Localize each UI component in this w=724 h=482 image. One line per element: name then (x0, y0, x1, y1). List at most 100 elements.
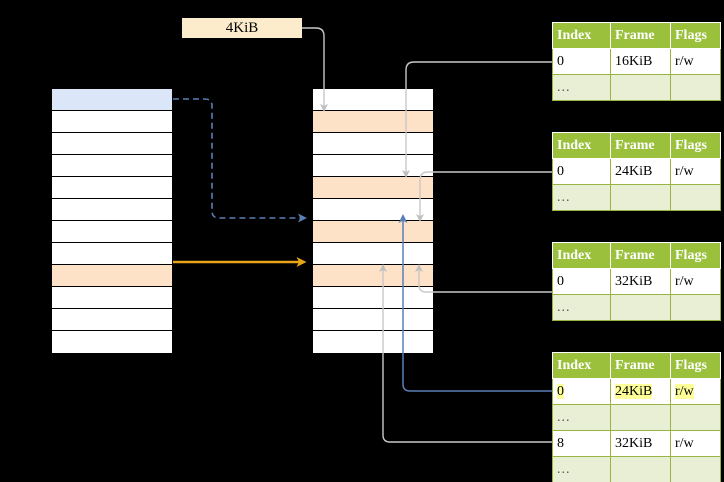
table-row: 8 32KiB r/w (552, 430, 721, 457)
cell-frame: 32KiB (610, 430, 671, 457)
cell-text: 24KiB (615, 163, 653, 179)
cell-index: ... (552, 184, 611, 211)
cell-text: r/w (675, 383, 694, 399)
cell-text: r/w (675, 163, 694, 179)
cell-index: 0 (552, 158, 611, 185)
physical-frame-cell-9 (313, 287, 433, 309)
cell-frame: 32KiB (610, 268, 671, 295)
column-header-frame: Frame (610, 132, 671, 159)
cell-flags (670, 184, 721, 211)
column-header-flags: Flags (670, 242, 721, 269)
cell-flags (670, 404, 721, 431)
table-row: 0 16KiB r/w (552, 48, 721, 75)
cell-frame (610, 456, 671, 482)
wire-table2-to-physical (416, 171, 552, 222)
column-header-frame: Frame (610, 352, 671, 379)
wire-virtual-to-physical-dashed (173, 98, 307, 223)
cell-text: 32KiB (615, 273, 653, 289)
cell-index: 8 (552, 430, 611, 457)
table-row: ... (552, 184, 721, 211)
cell-text: 0 (557, 273, 564, 289)
cell-text: 0 (557, 163, 564, 179)
table-row: 0 24KiB r/w (552, 158, 721, 185)
virtual-page-cell-8 (52, 265, 172, 287)
cell-flags (670, 74, 721, 101)
physical-frame-cell-6 (313, 221, 433, 243)
cell-text: 16KiB (615, 53, 653, 69)
cell-text: 8 (557, 435, 564, 451)
virtual-page-cell-1 (52, 111, 172, 133)
cell-text: r/w (675, 53, 694, 69)
physical-frame-cell-5 (313, 199, 433, 221)
cell-flags: r/w (670, 378, 721, 405)
column-header-frame: Frame (610, 22, 671, 49)
column-header-index: Index (552, 22, 611, 49)
cell-frame (610, 404, 671, 431)
cell-index: ... (552, 294, 611, 321)
cell-flags: r/w (670, 48, 721, 75)
virtual-page-cell-6 (52, 221, 172, 243)
cell-flags (670, 294, 721, 321)
virtual-page-cell-9 (52, 287, 172, 309)
virtual-page-cell-4 (52, 177, 172, 199)
column-header-flags: Flags (670, 132, 721, 159)
table-row: ... (552, 74, 721, 101)
virtual-page-cell-10 (52, 309, 172, 331)
physical-frame-cell-11 (313, 331, 433, 353)
cell-index: ... (552, 456, 611, 482)
physical-frame-cell-0 (313, 89, 433, 111)
cell-text: ... (557, 189, 571, 205)
virtual-page-cell-7 (52, 243, 172, 265)
column-header-index: Index (552, 132, 611, 159)
cell-flags: r/w (670, 430, 721, 457)
cell-text: r/w (675, 435, 694, 451)
cell-index: ... (552, 404, 611, 431)
cell-text: ... (557, 409, 571, 425)
cell-text: 0 (557, 53, 564, 69)
physical-frame-cell-1 (313, 111, 433, 133)
cell-flags (670, 456, 721, 482)
cell-frame: 24KiB (610, 158, 671, 185)
cell-index: 0 (552, 48, 611, 75)
cell-text: r/w (675, 273, 694, 289)
virtual-page-cell-3 (52, 155, 172, 177)
virtual-page-cell-0 (52, 89, 172, 111)
cell-text: ... (557, 79, 571, 95)
table-row: ... (552, 294, 721, 321)
physical-frame-cell-10 (313, 309, 433, 331)
cell-frame: 16KiB (610, 48, 671, 75)
cell-flags: r/w (670, 268, 721, 295)
cell-text: ... (557, 299, 571, 315)
physical-frame-cell-8 (313, 265, 433, 287)
size-label-4kib: 4KiB (182, 18, 302, 38)
physical-frame-cell-2 (313, 133, 433, 155)
cell-index: 0 (552, 378, 611, 405)
cell-text: ... (557, 461, 571, 477)
cell-frame (610, 294, 671, 321)
virtual-page-cell-5 (52, 199, 172, 221)
table-row: ... (552, 404, 721, 431)
cell-index: 0 (552, 268, 611, 295)
column-header-frame: Frame (610, 242, 671, 269)
virtual-page-cell-2 (52, 133, 172, 155)
cell-frame (610, 74, 671, 101)
table-row: 0 32KiB r/w (552, 268, 721, 295)
virtual-address-space-column (51, 88, 173, 354)
column-header-index: Index (552, 242, 611, 269)
virtual-page-cell-11 (52, 331, 172, 353)
column-header-index: Index (552, 352, 611, 379)
table-row: ... (552, 456, 721, 482)
column-header-flags: Flags (670, 352, 721, 379)
cell-index: ... (552, 74, 611, 101)
cell-text: 32KiB (615, 435, 653, 451)
